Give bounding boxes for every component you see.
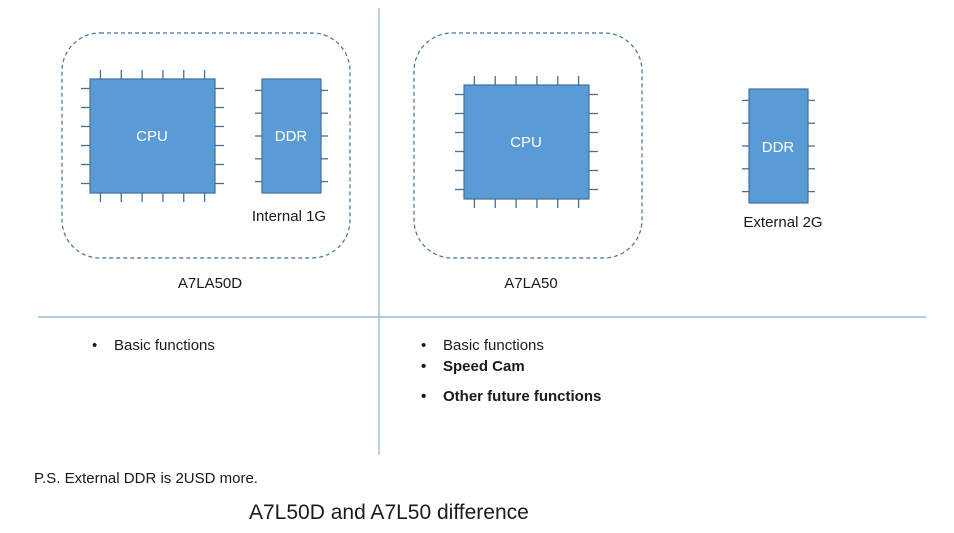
left-model-label: A7LA50D bbox=[178, 275, 242, 292]
right-feature-list: Basic functionsSpeed CamOther future fun… bbox=[421, 335, 601, 407]
left-ddr-label: DDR bbox=[275, 128, 308, 145]
price-note: P.S. External DDR is 2USD more. bbox=[34, 470, 258, 487]
feature-item: Basic functions bbox=[421, 335, 601, 356]
right-ddr-caption: External 2G bbox=[743, 214, 822, 231]
right-ddr-label: DDR bbox=[762, 139, 795, 156]
right-cpu-chip: CPU bbox=[455, 76, 598, 208]
left-cpu-chip: CPU bbox=[81, 70, 224, 202]
feature-item: Basic functions bbox=[92, 335, 215, 356]
left-package-boundary bbox=[61, 32, 351, 259]
left-feature-list: Basic functions bbox=[92, 335, 215, 356]
slide-title: A7L50D and A7L50 difference bbox=[249, 501, 529, 524]
left-ddr-chip: DDR bbox=[255, 78, 328, 194]
feature-item: Other future functions bbox=[421, 386, 601, 407]
right-model-label: A7LA50 bbox=[504, 275, 557, 292]
left-ddr-caption: Internal 1G bbox=[252, 208, 326, 225]
right-ddr-chip: DDR bbox=[742, 88, 815, 204]
feature-item: Speed Cam bbox=[421, 356, 601, 377]
left-cpu-label: CPU bbox=[136, 128, 168, 145]
right-cpu-label: CPU bbox=[510, 134, 542, 151]
